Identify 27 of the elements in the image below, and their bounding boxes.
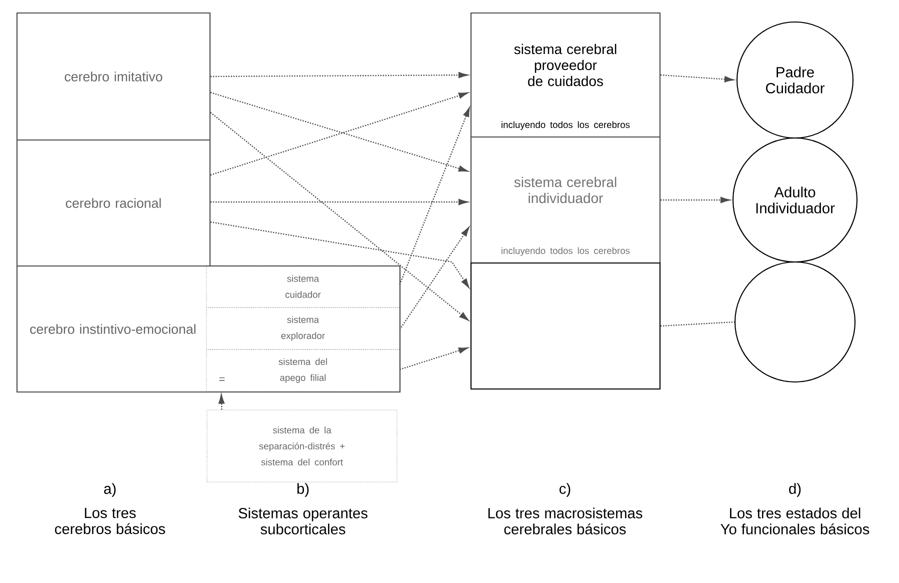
arrow [399, 107, 470, 285]
empty-circle [734, 261, 856, 383]
arrow [210, 199, 468, 206]
brain-box: cerebro racional [16, 139, 211, 267]
panel-letter: d) [789, 483, 801, 497]
system-box: sistema de la separación-distrés + sistema del confort [206, 410, 398, 482]
panel-caption: Sistemas operantes subcorticales [238, 508, 368, 534]
arrow [218, 394, 225, 410]
empty-box [470, 262, 661, 390]
arrow [660, 196, 730, 204]
system-cell: sistema explorador [206, 307, 400, 350]
system-cell: sistema cuidador [206, 265, 400, 308]
panel-caption: Los tres macrosistemas cerebrales básicos [488, 508, 642, 534]
equals-sign: = [219, 377, 225, 381]
arrow [660, 74, 734, 82]
arrow [210, 221, 470, 288]
arrow [210, 72, 468, 78]
panel-letter: c) [560, 483, 570, 497]
panel-caption: Los tres estados del Yo funcionales básicos [720, 508, 870, 534]
brain-box: cerebro imitativo [16, 12, 211, 141]
panel-caption: Los tres cerebros básicos [55, 508, 166, 534]
arrow [399, 227, 470, 330]
panel-letter: a) [104, 483, 116, 497]
macrosystem-box: sistema cerebral proveedor de cuidados incluyendo todos los cerebros [470, 12, 661, 138]
macrosystem-box: sistema cerebral individuador incluyendo todos los cerebros [470, 136, 661, 264]
arrow [400, 347, 468, 370]
arrow [210, 112, 469, 321]
